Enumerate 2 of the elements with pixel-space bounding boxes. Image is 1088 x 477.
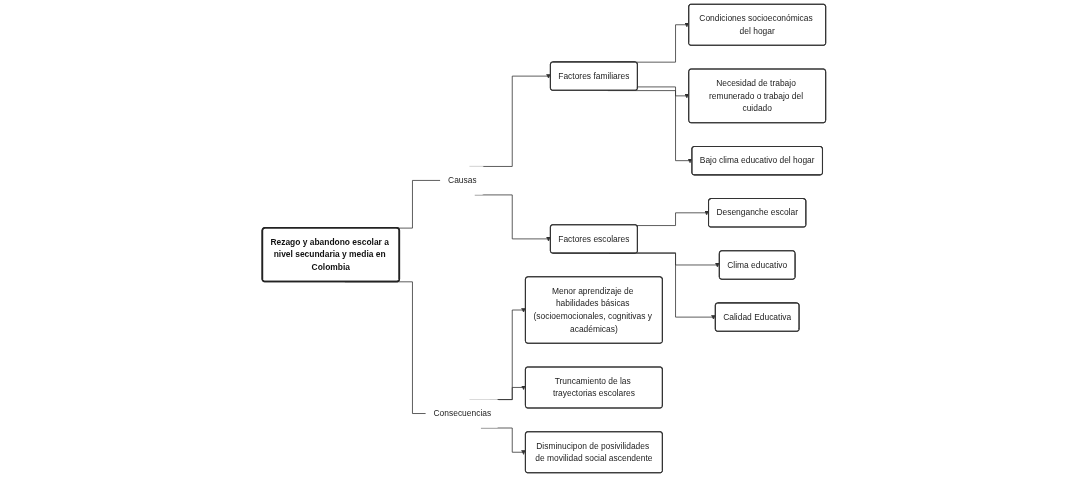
node-box: Causas xyxy=(440,166,485,195)
node-box: Consecuencias xyxy=(425,399,500,428)
